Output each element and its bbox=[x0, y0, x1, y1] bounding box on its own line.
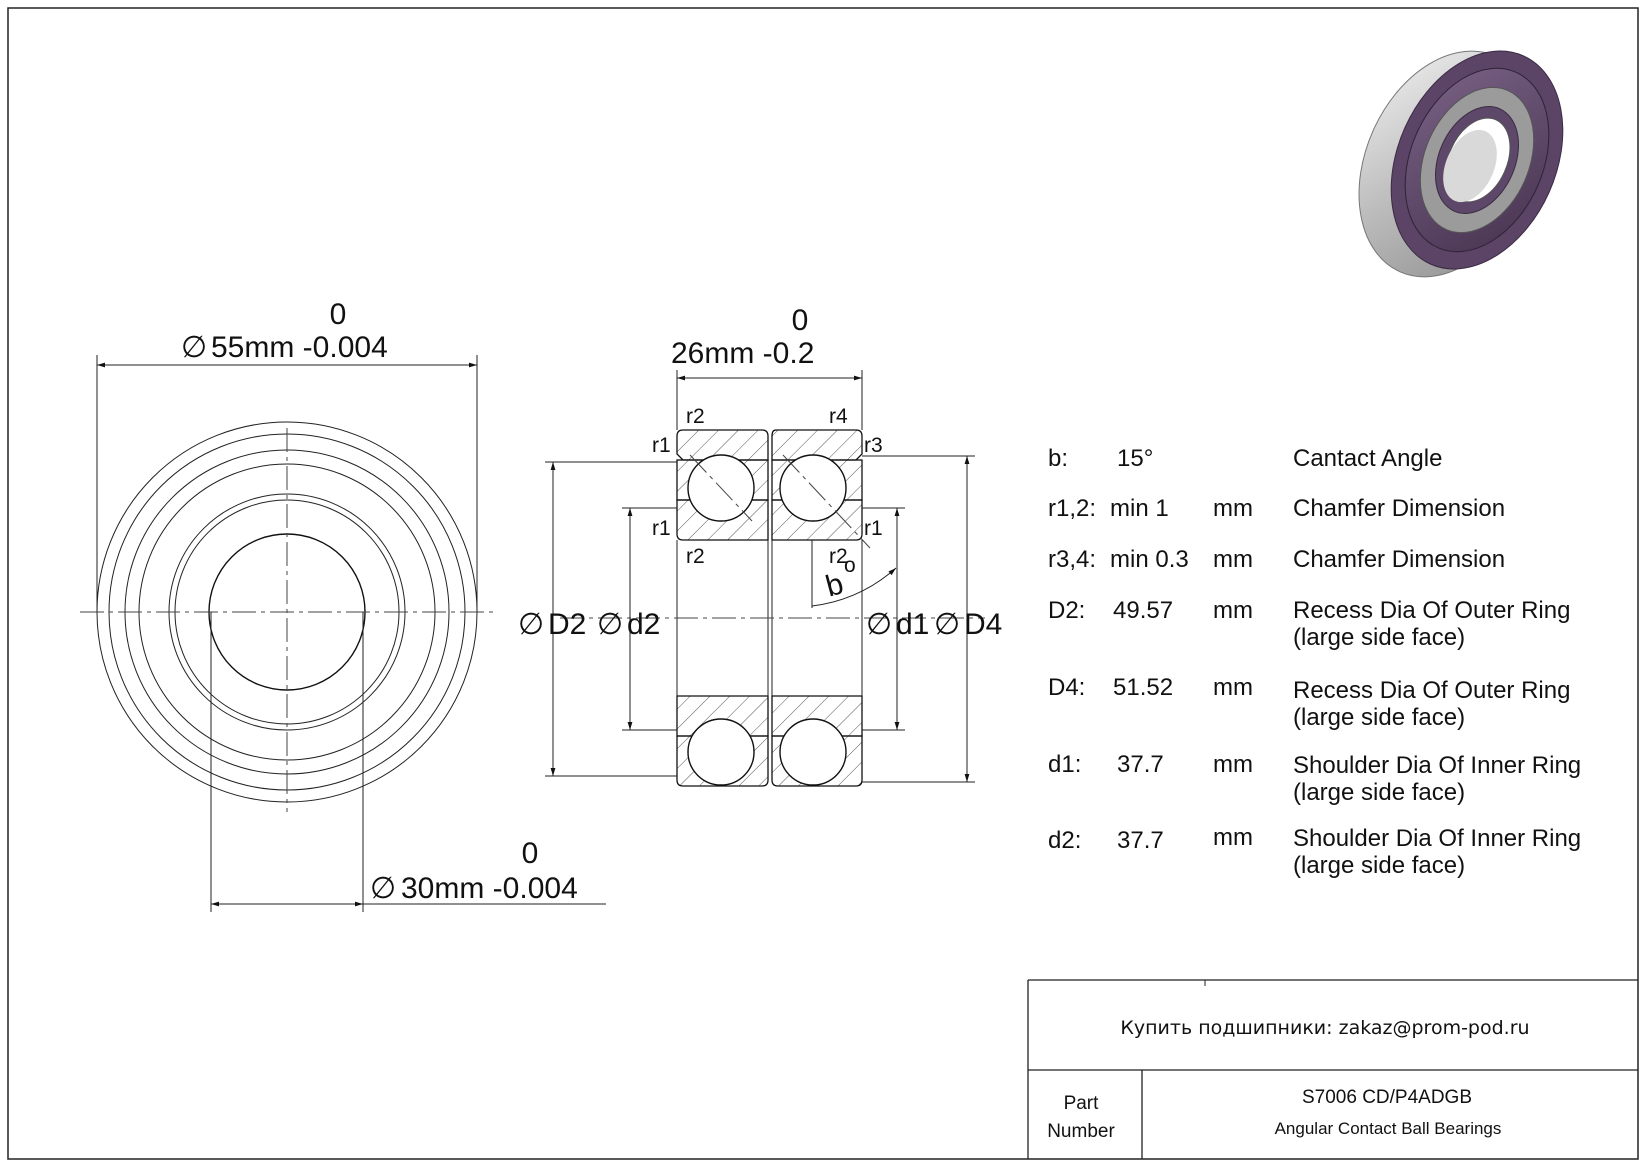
label-r2-mid-left: r2 bbox=[686, 545, 705, 568]
label-r2-mid-right: r2 bbox=[829, 545, 848, 568]
part-number: S7006 CD/P4ADGB bbox=[1302, 1087, 1472, 1108]
svg-text:37.7: 37.7 bbox=[1117, 751, 1164, 778]
dim-symbol-d1: ∅ bbox=[866, 608, 892, 641]
label-r1-top: r1 bbox=[652, 434, 671, 457]
svg-text:min 1: min 1 bbox=[1110, 495, 1169, 522]
contact-text: Купить подшипники: zakaz@prom-pod.ru bbox=[1120, 1017, 1529, 1039]
svg-text:min 0.3: min 0.3 bbox=[1110, 546, 1189, 573]
svg-text:mm: mm bbox=[1213, 674, 1253, 701]
title-block: Купить подшипники: zakaz@prom-pod.ru Par… bbox=[1027, 979, 1638, 1159]
spec-row-D4: D4: 51.52 mm Recess Dia Of Outer Ring (l… bbox=[1048, 674, 1570, 731]
svg-text:D4:: D4: bbox=[1048, 674, 1085, 701]
svg-text:(large side face): (large side face) bbox=[1293, 704, 1465, 731]
label-r1-mid-right: r1 bbox=[864, 517, 883, 540]
svg-text:mm: mm bbox=[1213, 597, 1253, 624]
svg-text:Recess Dia Of Outer Ring: Recess Dia Of Outer Ring bbox=[1293, 597, 1570, 624]
dim-label-D2: D2 bbox=[548, 608, 586, 641]
svg-text:37.7: 37.7 bbox=[1117, 827, 1164, 854]
drawing-border bbox=[7, 7, 1639, 1160]
spec-row-r12: r1,2: min 1 mm Chamfer Dimension bbox=[1048, 495, 1505, 522]
specs-table: b: 15° Cantact Angle r1,2: min 1 mm Cham… bbox=[1048, 445, 1581, 879]
svg-text:D2:: D2: bbox=[1048, 597, 1085, 624]
svg-text:Shoulder Dia Of Inner Ring: Shoulder Dia Of Inner Ring bbox=[1293, 752, 1581, 779]
svg-text:Chamfer Dimension: Chamfer Dimension bbox=[1293, 495, 1505, 522]
bearing-3d-render bbox=[1358, 50, 1564, 278]
svg-text:(large side face): (large side face) bbox=[1293, 624, 1465, 651]
spec-row-d1: d1: 37.7 mm Shoulder Dia Of Inner Ring (… bbox=[1048, 751, 1581, 806]
width-value: 26mm -0.2 bbox=[671, 337, 814, 370]
svg-text:mm: mm bbox=[1213, 751, 1253, 778]
svg-text:Shoulder Dia Of Inner Ring: Shoulder Dia Of Inner Ring bbox=[1293, 825, 1581, 852]
part-description: Angular Contact Ball Bearings bbox=[1275, 1119, 1502, 1138]
label-r4-top: r4 bbox=[829, 405, 848, 428]
svg-text:d1:: d1: bbox=[1048, 751, 1081, 778]
spec-row-r34: r3,4: min 0.3 mm Chamfer Dimension bbox=[1048, 546, 1505, 573]
svg-text:Cantact Angle: Cantact Angle bbox=[1293, 445, 1442, 472]
svg-text:15°: 15° bbox=[1117, 445, 1153, 472]
bore-dia-value: 30mm -0.004 bbox=[401, 872, 578, 905]
spec-row-b: b: 15° Cantact Angle bbox=[1048, 445, 1442, 472]
section-view: 0 26mm -0.2 r2 r4 r1 r3 r1 r2 r1 r2 b o … bbox=[518, 304, 1002, 787]
outer-dia-symbol: ∅ bbox=[181, 331, 207, 364]
svg-text:Recess Dia Of Outer Ring: Recess Dia Of Outer Ring bbox=[1293, 677, 1570, 704]
dim-label-D4: D4 bbox=[964, 608, 1002, 641]
svg-text:mm: mm bbox=[1213, 495, 1253, 522]
dim-label-d1: d1 bbox=[896, 608, 929, 641]
svg-text:r1,2:: r1,2: bbox=[1048, 495, 1096, 522]
svg-text:mm: mm bbox=[1213, 546, 1253, 573]
svg-text:(large side face): (large side face) bbox=[1293, 852, 1465, 879]
part-label-line1: Part bbox=[1064, 1093, 1100, 1114]
svg-text:mm: mm bbox=[1213, 824, 1253, 851]
svg-text:51.52: 51.52 bbox=[1113, 674, 1173, 701]
outer-dia-value: 55mm -0.004 bbox=[211, 331, 388, 364]
bore-dia-tolerance-upper: 0 bbox=[522, 837, 539, 870]
spec-row-d2: d2: 37.7 mm Shoulder Dia Of Inner Ring (… bbox=[1048, 824, 1581, 879]
svg-text:r3,4:: r3,4: bbox=[1048, 546, 1096, 573]
label-r2-top: r2 bbox=[686, 405, 705, 428]
dim-symbol-d2: ∅ bbox=[597, 608, 623, 641]
dim-symbol-D2: ∅ bbox=[518, 608, 544, 641]
label-r3-top: r3 bbox=[864, 434, 883, 457]
svg-text:b:: b: bbox=[1048, 445, 1068, 472]
dim-label-d2: d2 bbox=[627, 608, 660, 641]
bore-dia-symbol: ∅ bbox=[370, 872, 396, 905]
outer-dia-tolerance-upper: 0 bbox=[330, 298, 347, 331]
label-degree: o bbox=[844, 554, 856, 577]
dim-symbol-D4: ∅ bbox=[934, 608, 960, 641]
front-view: 0 ∅ 55mm -0.004 0 ∅ 30mm -0.004 bbox=[80, 298, 606, 912]
svg-text:(large side face): (large side face) bbox=[1293, 779, 1465, 806]
spec-row-D2: D2: 49.57 mm Recess Dia Of Outer Ring (l… bbox=[1048, 597, 1570, 651]
svg-text:d2:: d2: bbox=[1048, 827, 1081, 854]
svg-text:49.57: 49.57 bbox=[1113, 597, 1173, 624]
width-tolerance-upper: 0 bbox=[792, 304, 809, 337]
part-label-line2: Number bbox=[1047, 1121, 1115, 1142]
svg-text:Chamfer Dimension: Chamfer Dimension bbox=[1293, 546, 1505, 573]
label-r1-mid-left: r1 bbox=[652, 517, 671, 540]
